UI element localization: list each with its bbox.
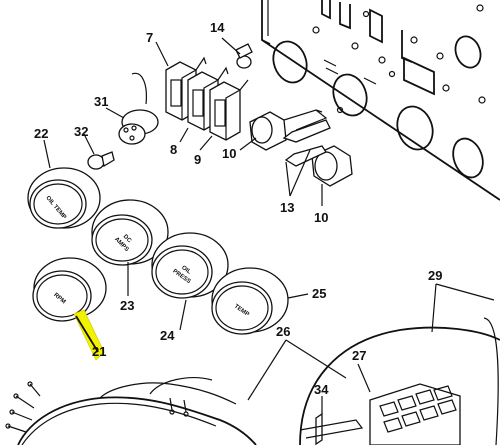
callout-22: 22 xyxy=(34,126,48,141)
panel-hole xyxy=(452,137,484,179)
callout-14: 14 xyxy=(210,20,225,35)
panel-hole xyxy=(396,105,434,151)
toggle-switch xyxy=(209,81,241,141)
lamp-32 xyxy=(87,151,115,170)
leader-lines xyxy=(43,37,495,414)
panel-hole xyxy=(332,73,368,117)
callout-7: 7 xyxy=(146,30,153,45)
callout-13: 13 xyxy=(280,200,294,215)
callout-31: 31 xyxy=(94,94,108,109)
callout-8: 8 xyxy=(170,142,177,157)
gauge-oil-press: OIL PRESS xyxy=(151,232,229,299)
highlight-marker xyxy=(73,309,105,361)
gauge-oil-temp: OIL TEMP xyxy=(27,167,101,229)
knob-lower xyxy=(311,145,353,187)
toggle-switch-group xyxy=(165,56,249,141)
callout-34: 34 xyxy=(314,382,329,397)
gauge-dc-amps: DC AMPS xyxy=(91,199,169,266)
gauge-label: OIL xyxy=(180,265,192,276)
callout-23: 23 xyxy=(120,298,134,313)
callout-27: 27 xyxy=(352,348,366,363)
gauge-rpm: RPM xyxy=(32,257,107,322)
panel-hole xyxy=(454,35,482,69)
cap-14 xyxy=(235,43,253,69)
callout-29: 29 xyxy=(428,268,442,283)
wiring-harness xyxy=(5,377,257,445)
callout-26: 26 xyxy=(276,324,290,339)
gauge-temp: TEMP xyxy=(211,267,289,335)
relay-box xyxy=(299,317,500,445)
callout-10-lower: 10 xyxy=(314,210,328,225)
instrument-panel xyxy=(261,0,500,201)
callout-9: 9 xyxy=(194,152,201,167)
callout-21: 21 xyxy=(92,344,106,359)
callout-32: 32 xyxy=(74,124,88,139)
connector-31 xyxy=(118,72,159,145)
shaft-13 xyxy=(282,119,331,167)
callout-24: 24 xyxy=(160,328,175,343)
panel-hole xyxy=(272,40,308,84)
callout-25: 25 xyxy=(312,286,326,301)
callout-numbers: 7 8 9 10 10 13 14 21 22 23 24 25 26 27 2… xyxy=(34,20,442,397)
callout-10-upper: 10 xyxy=(222,146,236,161)
gauge-label: DC xyxy=(122,234,133,245)
knob-upper xyxy=(249,109,328,151)
